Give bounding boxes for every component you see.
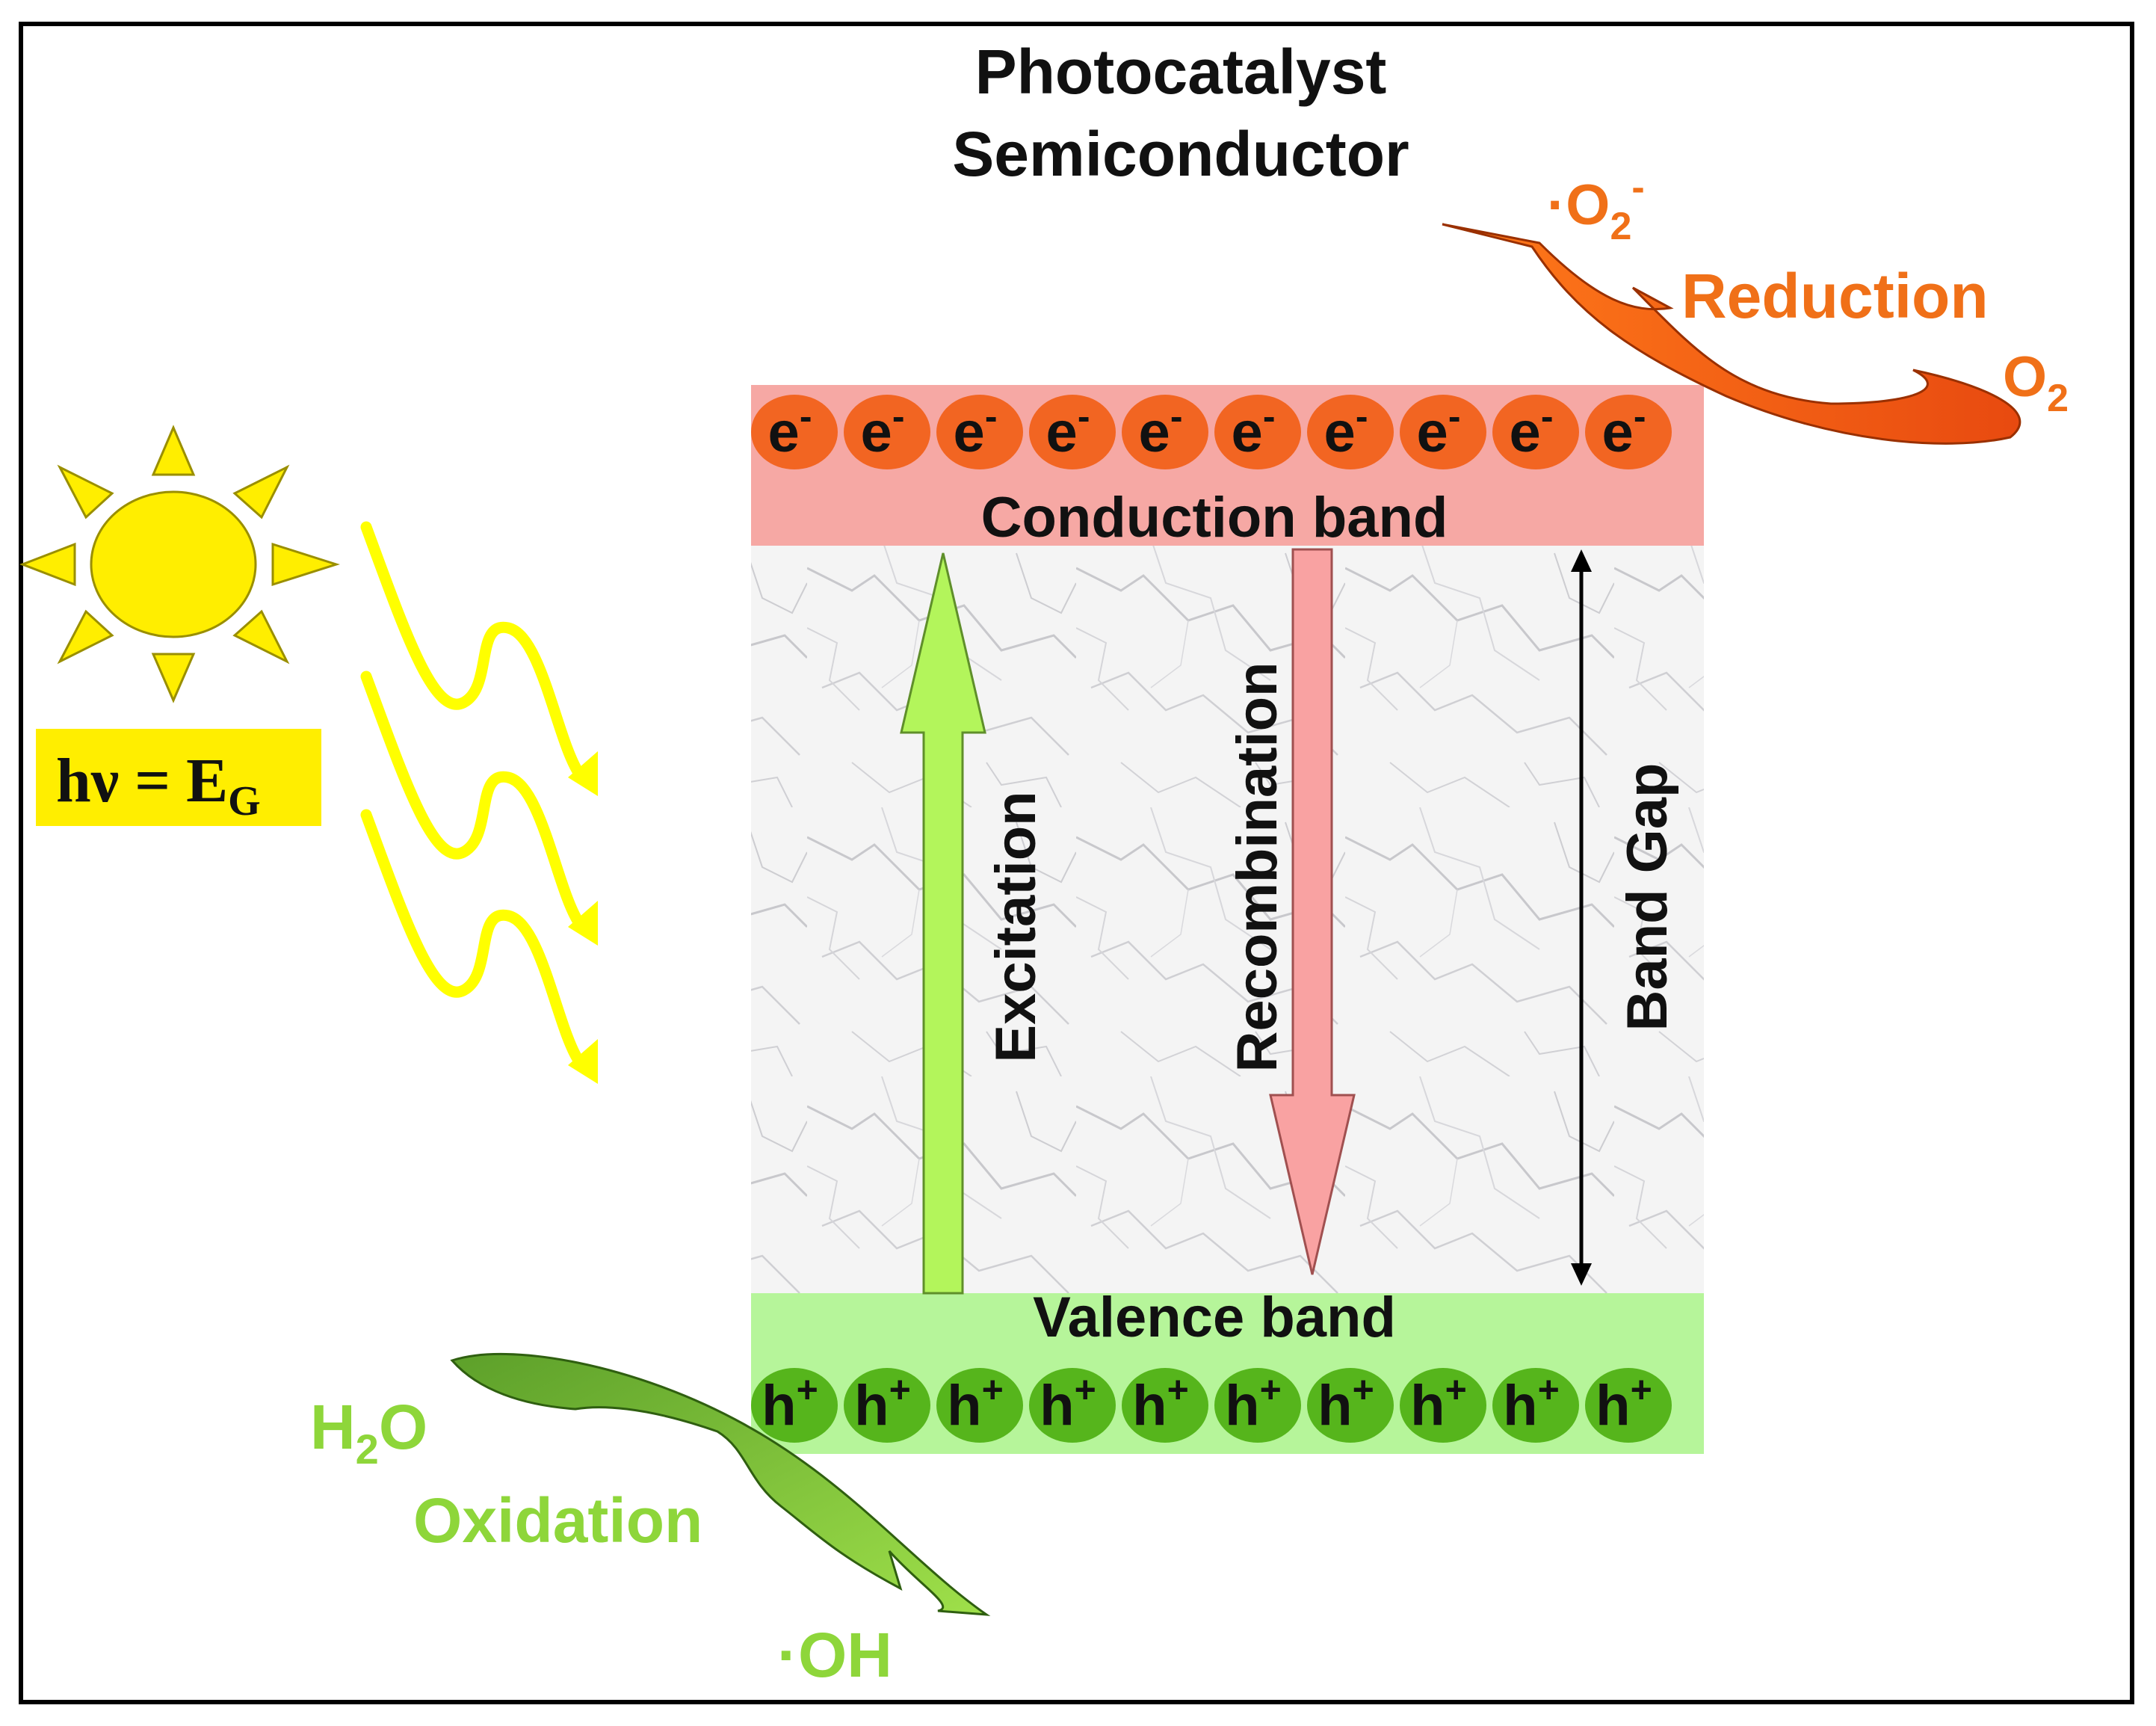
reduction-label: Reduction [1681, 261, 1989, 331]
hole-particle: h+ [936, 1368, 1023, 1443]
hole-symbol-charge: + [1538, 1369, 1560, 1411]
title-line-1: Photocatalyst [975, 37, 1387, 107]
band-gap-label: Band Gap [1616, 763, 1679, 1032]
electron-symbol-charge: - [892, 395, 905, 437]
electron-symbol-base: e [1046, 401, 1078, 464]
oxidation-reactant-sub: 2 [356, 1426, 379, 1473]
reduction-product-base: ·O [1547, 173, 1610, 237]
hole-symbol-charge: + [1167, 1369, 1189, 1411]
hole-symbol-charge: + [797, 1369, 818, 1411]
hole-symbol-base: h [854, 1374, 889, 1437]
electron-particle: e- [1585, 395, 1672, 469]
hole-symbol-charge: + [1260, 1369, 1282, 1411]
electron-symbol-charge: - [1356, 395, 1368, 437]
reduction-product-sub: 2 [1610, 205, 1631, 248]
electron-symbol-base: e [954, 401, 985, 464]
electron-symbol-base: e [1602, 401, 1634, 464]
hole-symbol-charge: + [982, 1369, 1004, 1411]
electron-particle: e- [1029, 395, 1116, 469]
reduction-reactant-base: O [2003, 345, 2047, 409]
electron-symbol-charge: - [800, 395, 812, 437]
hole-symbol-base: h [1596, 1374, 1630, 1437]
hole-symbol-base: h [1410, 1374, 1445, 1437]
hole-symbol-charge: + [1631, 1369, 1652, 1411]
hole-particle: h+ [1029, 1368, 1116, 1443]
electron-symbol-charge: - [1541, 395, 1554, 437]
hole-particle: h+ [1400, 1368, 1486, 1443]
hole-particle: h+ [751, 1368, 838, 1443]
electron-symbol-charge: - [985, 395, 998, 437]
electron-particle: e- [1492, 395, 1579, 469]
electron-particle: e- [936, 395, 1023, 469]
electron-symbol-base: e [861, 401, 892, 464]
electron-symbol-base: e [768, 401, 800, 464]
oxidation-reactant-tail: O [379, 1392, 427, 1462]
photon-energy-sub: G [228, 778, 261, 825]
hole-particle: h+ [844, 1368, 930, 1443]
recombination-label: Recombination [1226, 662, 1289, 1073]
electron-particle: e- [1400, 395, 1486, 469]
electron-symbol-charge: - [1263, 395, 1276, 437]
hole-symbol-base: h [947, 1374, 981, 1437]
electron-symbol-base: e [1510, 401, 1541, 464]
excitation-label: Excitation [984, 791, 1048, 1062]
electron-particle: e- [1214, 395, 1301, 469]
hole-symbol-base: h [1225, 1374, 1259, 1437]
oxidation-label: Oxidation [413, 1485, 702, 1556]
hole-particle: h+ [1492, 1368, 1579, 1443]
hole-particle: h+ [1214, 1368, 1301, 1443]
valence-band-label: Valence band [1033, 1286, 1396, 1349]
hole-symbol-base: h [1132, 1374, 1167, 1437]
photon-energy-main: hν = E [56, 746, 228, 816]
electron-symbol-base: e [1232, 401, 1263, 464]
electron-symbol-base: e [1139, 401, 1170, 464]
hole-symbol-base: h [1318, 1374, 1352, 1437]
electron-particle: e- [1307, 395, 1394, 469]
hole-symbol-charge: + [889, 1369, 911, 1411]
hole-symbol-base: h [762, 1374, 796, 1437]
oxidation-reactant-base: H [310, 1392, 356, 1462]
electron-symbol-charge: - [1634, 395, 1646, 437]
electron-symbol-base: e [1417, 401, 1448, 464]
reduction-reactant-sub: 2 [2047, 377, 2069, 420]
title-line-2: Semiconductor [952, 119, 1409, 189]
electron-particle: e- [844, 395, 930, 469]
electron-symbol-base: e [1324, 401, 1356, 464]
oxidation-product: ·OH [777, 1620, 892, 1690]
hole-particle: h+ [1585, 1368, 1672, 1443]
hole-symbol-charge: + [1075, 1369, 1096, 1411]
electron-symbol-charge: - [1078, 395, 1090, 437]
electron-symbol-charge: - [1170, 395, 1183, 437]
hole-symbol-base: h [1503, 1374, 1537, 1437]
hole-particle: h+ [1307, 1368, 1394, 1443]
hole-symbol-base: h [1040, 1374, 1074, 1437]
hole-symbol-charge: + [1353, 1369, 1374, 1411]
electron-particle: e- [1122, 395, 1208, 469]
hole-symbol-charge: + [1445, 1369, 1467, 1411]
reduction-product-sup: - [1631, 166, 1644, 209]
hole-particle: h+ [1122, 1368, 1208, 1443]
electron-particle: e- [751, 395, 838, 469]
electron-symbol-charge: - [1448, 395, 1461, 437]
conduction-band-label: Conduction band [981, 486, 1448, 549]
